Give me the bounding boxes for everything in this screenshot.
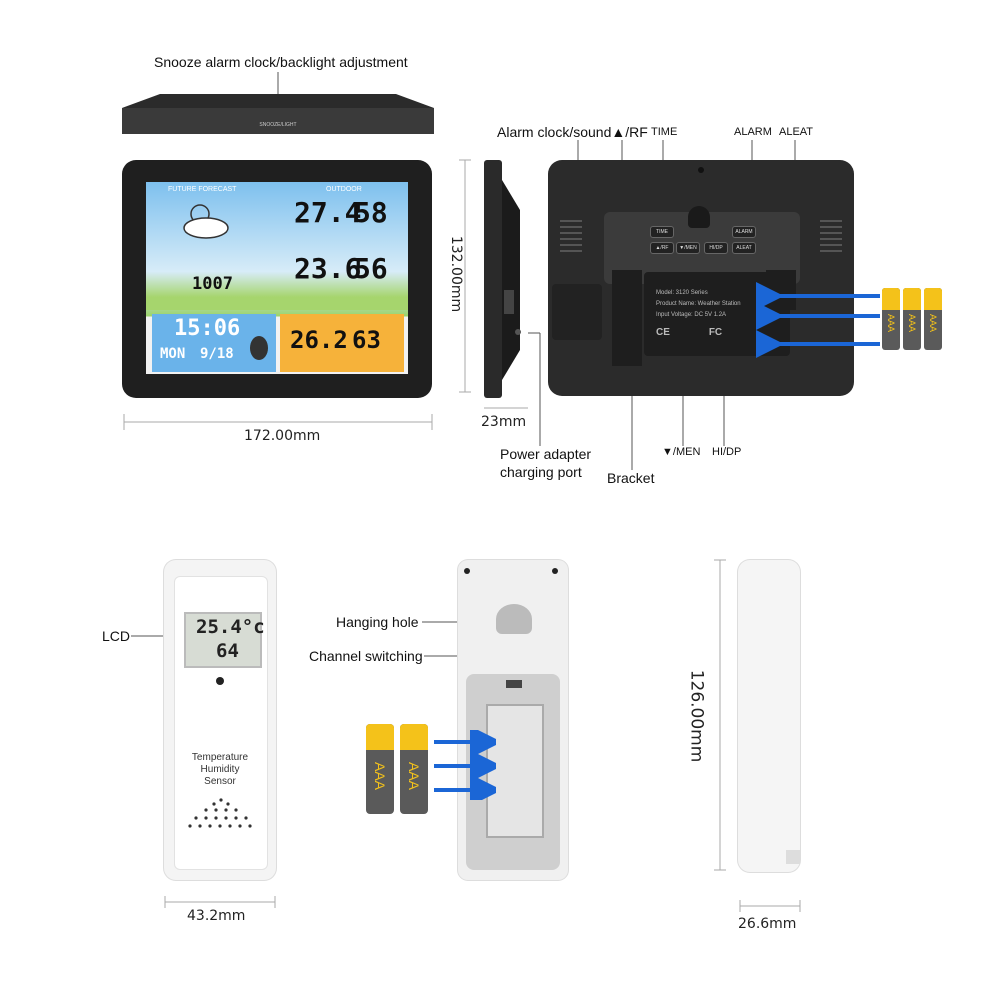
dim-width-sensor: 43.2mm: [187, 908, 246, 924]
ce-mark: CE: [656, 327, 670, 338]
back-button-alarm-label: ALARM: [735, 229, 753, 235]
station-front: FUTURE FORECAST OUTDOOR 27.4 58 23.6 56 …: [122, 160, 432, 398]
outdoor-hum: 58: [354, 196, 388, 229]
back-button-aleat[interactable]: ALEAT: [732, 242, 756, 254]
product-label-line: Input Voltage: DC 5V 1.2A: [656, 312, 727, 318]
product-label-line: Model: 3120 Series: [656, 290, 708, 296]
back-button-down-label: ▼/MEN: [679, 245, 697, 251]
battery-top-3-label: AAA: [928, 313, 938, 332]
date-day: MON: [160, 346, 186, 362]
product-label-line: Product Name: Weather Station: [656, 301, 741, 307]
back-button-hidp[interactable]: HI/DP: [704, 242, 728, 254]
product-label: Model: 3120 Series Product Name: Weather…: [656, 288, 741, 338]
sensor-led: [216, 677, 224, 685]
sensor-side: [738, 560, 800, 872]
sensor-text-line: Humidity: [200, 764, 240, 775]
hanging-hole-label: Hanging hole: [336, 614, 419, 630]
channel-switching-label: Channel switching: [309, 648, 423, 664]
power-port: [552, 284, 602, 340]
sensor-front: 25.4°c 64 Temperature Humidity Sensor: [164, 560, 276, 880]
channel-switch: [506, 680, 522, 688]
pressure: 1007: [192, 274, 233, 294]
men-label: ▼/MEN: [662, 446, 701, 458]
lcd-label: LCD: [102, 628, 131, 644]
back-button-time[interactable]: TIME: [650, 226, 674, 238]
battery-top-1: AAA: [882, 288, 900, 350]
alarm-sound-label: Alarm clock/sound▲/RF: [497, 124, 648, 140]
sensor-text: Temperature Humidity Sensor: [174, 752, 266, 788]
back-panel-details: [560, 167, 842, 252]
snooze-label: Snooze alarm clock/backlight adjustment: [154, 54, 408, 70]
back-button-hidp-label: HI/DP: [709, 245, 723, 251]
sensor-text-line: Temperature: [191, 752, 249, 763]
back-button-alarm[interactable]: ALARM: [732, 226, 756, 238]
dim-width-main: 172.00mm: [244, 428, 321, 444]
cloud-sun-icon: [183, 204, 229, 239]
sensor-temp: 25.4°c: [196, 616, 265, 638]
button-strip-text: SNOOZE/LIGHT: [259, 122, 296, 128]
outdoor-temp: 27.4: [294, 196, 362, 229]
hanging-slot: [688, 206, 710, 228]
aleat-label: ALEAT: [779, 126, 814, 138]
battery-top-1-label: AAA: [886, 313, 896, 332]
sensor-text-line: Sensor: [204, 776, 236, 787]
battery-arrows-top: [756, 280, 880, 360]
sensor-lcd: 25.4°c 64: [184, 612, 265, 668]
sensor-back: [458, 560, 568, 880]
battery-top-2-label: AAA: [907, 313, 917, 332]
back-button-time-label: TIME: [656, 229, 668, 235]
mid-hum: 56: [354, 252, 388, 285]
battery-top-3: AAA: [924, 288, 942, 350]
battery-bottom-2-label: AAA: [406, 761, 422, 790]
indoor-temp: 26.2: [290, 326, 348, 354]
outdoor-title: OUTDOOR: [326, 186, 362, 193]
sensor-vent-dots: [188, 798, 252, 828]
date-value: 9/18: [200, 346, 234, 362]
battery-bottom-2: AAA: [400, 724, 428, 814]
moon-icon: [250, 336, 268, 360]
forecast-title: FUTURE FORECAST: [168, 186, 237, 193]
bracket-label: Bracket: [607, 470, 655, 486]
dim-height-main: 132.00mm: [448, 235, 465, 313]
indoor-panel: 26.2 63: [280, 314, 404, 372]
dim-height-sensor: 126.00mm: [686, 669, 707, 763]
battery-bottom-1-label: AAA: [372, 761, 388, 790]
fc-mark: FC: [708, 327, 723, 338]
hanging-hole: [496, 604, 532, 634]
dim-depth-sensor: 26.6mm: [738, 916, 797, 932]
dim-depth-main: 23mm: [481, 414, 527, 430]
battery-bottom-1: AAA: [366, 724, 394, 814]
battery-arrows-bottom: [434, 730, 496, 800]
station-top-view: SNOOZE/LIGHT: [122, 94, 434, 134]
bracket: [612, 270, 642, 366]
hidp-label: HI/DP: [712, 446, 742, 458]
back-button-up-label: ▲/RF: [655, 245, 669, 251]
sensor-hum: 64: [216, 640, 239, 662]
back-button-down-men[interactable]: ▼/MEN: [676, 242, 700, 254]
back-button-aleat-label: ALEAT: [736, 245, 752, 251]
time-panel: 15:06 MON 9/18: [152, 314, 276, 372]
indoor-hum: 63: [352, 326, 381, 354]
battery-top-2: AAA: [903, 288, 921, 350]
power-adapter-label-2: charging port: [500, 464, 582, 480]
station-side-view: [484, 160, 521, 398]
power-adapter-label-1: Power adapter: [500, 446, 592, 462]
color-screen: FUTURE FORECAST OUTDOOR 27.4 58 23.6 56 …: [146, 182, 408, 374]
clock-time: 15:06: [174, 316, 241, 341]
back-button-up-rf[interactable]: ▲/RF: [650, 242, 674, 254]
time-label: TIME: [651, 126, 678, 138]
alarm-label: ALARM: [734, 126, 772, 138]
mid-temp: 23.6: [294, 252, 362, 285]
